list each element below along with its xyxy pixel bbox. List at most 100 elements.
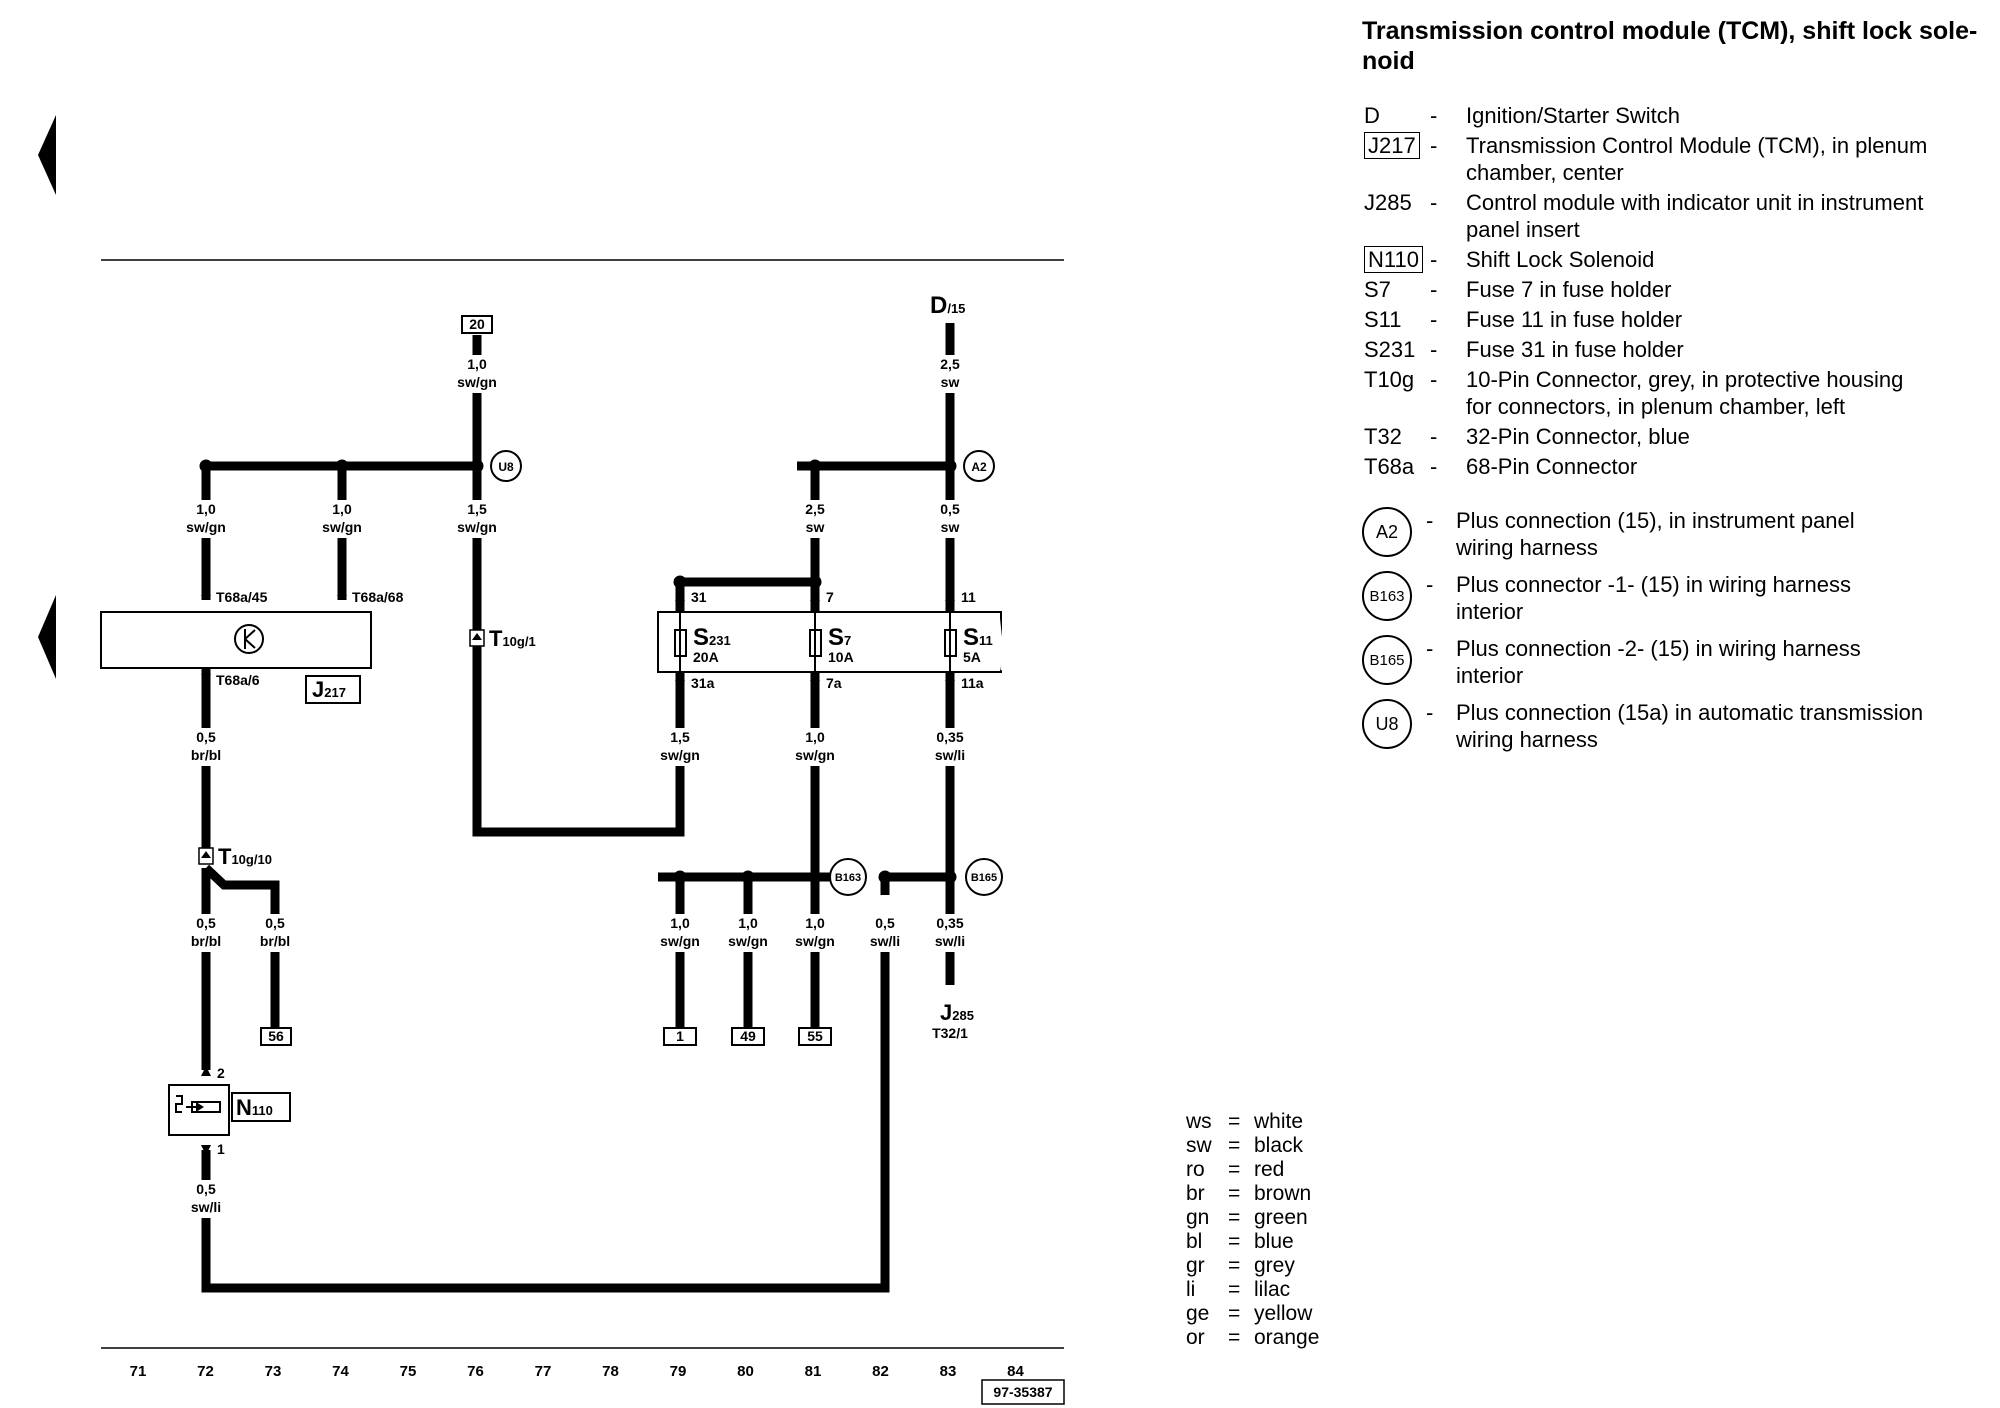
- ignition-switch-label: D/15: [930, 292, 965, 319]
- wire-80-color: sw/gn: [728, 933, 768, 949]
- wire-79b-size: 1,0: [670, 915, 690, 931]
- wire-76-top-color: sw/gn: [457, 374, 497, 390]
- svg-text:N110: N110: [236, 1095, 273, 1120]
- color-key-abbr: ro: [1186, 1158, 1205, 1181]
- pin-arrows: [201, 586, 955, 1155]
- wire-83b-color: sw/li: [935, 933, 965, 949]
- j217-tag: J217: [305, 675, 361, 704]
- legend-item-desc-line: Fuse 31 in fuse holder: [1466, 337, 1684, 362]
- color-key-equals: =: [1228, 1182, 1241, 1205]
- fuse-s7-rating: 10A: [828, 649, 854, 665]
- node-b165: B165: [965, 858, 1003, 896]
- terminal-56-label: 56: [268, 1028, 284, 1044]
- n110-tag: N110: [231, 1092, 291, 1122]
- connection-item: A2-Plus connection (15), in instrument p…: [1362, 507, 1994, 561]
- legend-panel: Transmission control module (TCM), shift…: [1362, 16, 1994, 753]
- wire-81-top-color: sw: [806, 519, 825, 535]
- legend-item-code: J285: [1362, 189, 1430, 243]
- page-title-line-2: noid: [1362, 47, 1415, 75]
- connector-t10g10-icon: [198, 847, 214, 865]
- wire-82-color: sw/li: [870, 933, 900, 949]
- color-key-abbr: or: [1186, 1326, 1205, 1349]
- legend-item-dash: -: [1430, 307, 1438, 332]
- legend-item-desc: Fuse 31 in fuse holder: [1466, 336, 1994, 363]
- prev-page-arrow-icon[interactable]: [38, 115, 56, 195]
- wire-74-size: 1,0: [332, 501, 352, 517]
- legend-item-desc-line: Control module with indicator unit in in…: [1466, 190, 1924, 215]
- connection-item-dash: -: [1426, 636, 1434, 661]
- legend-item-desc-line: Transmission Control Module (TCM), in pl…: [1466, 133, 1928, 158]
- fuse-s11-icon: [944, 612, 957, 672]
- connector-t10g10-label: T10g/10: [218, 844, 272, 869]
- connection-circle-icon: A2: [1362, 507, 1412, 557]
- legend-item-desc-line: Shift Lock Solenoid: [1466, 247, 1655, 272]
- legend-item-desc-line: 68-Pin Connector: [1466, 454, 1638, 479]
- legend-item: S231-Fuse 31 in fuse holder: [1362, 336, 1994, 363]
- color-key-abbr: gr: [1186, 1254, 1205, 1277]
- connection-circle-icon: U8: [1362, 699, 1412, 749]
- legend-item-desc: Fuse 7 in fuse holder: [1466, 276, 1994, 303]
- tcm-symbol-icon: [234, 624, 264, 654]
- grid-number: 76: [467, 1363, 484, 1380]
- legend-item: D-Ignition/Starter Switch: [1362, 102, 1994, 129]
- wire-72-c-color: br/bl: [191, 933, 221, 949]
- pin-t68a68: T68a/68: [352, 589, 404, 605]
- wire-74-color: sw/gn: [322, 519, 362, 535]
- grid-number: 74: [332, 1363, 349, 1380]
- color-key-abbr: bl: [1186, 1230, 1203, 1253]
- color-key-row: gr=grey: [1186, 1254, 1319, 1278]
- legend-item-desc-line: 10-Pin Connector, grey, in protective ho…: [1466, 367, 1904, 392]
- color-key-name: blue: [1254, 1230, 1294, 1253]
- legend-item-code: D: [1362, 102, 1430, 129]
- legend-item-code-text: J217: [1364, 132, 1420, 159]
- connection-item-desc-line: interior: [1456, 599, 1524, 624]
- connection-item-desc: Plus connection (15), in instrument pane…: [1456, 507, 1994, 561]
- legend-item-code-text: T10g: [1364, 367, 1415, 392]
- grid-number: 72: [197, 1363, 214, 1380]
- color-key-equals: =: [1228, 1206, 1241, 1229]
- connection-item-desc-line: wiring harness: [1456, 727, 1598, 752]
- color-key-equals: =: [1228, 1110, 1241, 1133]
- legend-item-dash: -: [1430, 424, 1438, 449]
- grid-number: 75: [400, 1363, 417, 1380]
- legend-item-code: S11: [1362, 306, 1430, 333]
- wire-82-size: 0,5: [875, 915, 895, 931]
- wire-79-size: 1,5: [670, 729, 690, 745]
- grid-number: 80: [737, 1363, 754, 1380]
- color-key-name: yellow: [1254, 1302, 1313, 1325]
- legend-item-desc-line: 32-Pin Connector, blue: [1466, 424, 1690, 449]
- legend-item-code-text: N110: [1364, 246, 1423, 273]
- wire-80-size: 1,0: [738, 915, 758, 931]
- wire-label-backdrops: [180, 355, 977, 1218]
- legend-item-code-text: T68a: [1364, 454, 1415, 479]
- color-key-equals: =: [1228, 1254, 1241, 1277]
- pin-11: 11: [961, 589, 976, 605]
- legend-item-code-text: J285: [1364, 190, 1412, 215]
- pin-t68a45: T68a/45: [216, 589, 268, 605]
- terminal-1-label: 1: [676, 1028, 684, 1044]
- legend-item-desc: Fuse 11 in fuse holder: [1466, 306, 1994, 333]
- terminal-20: 20: [461, 315, 493, 334]
- color-key-row: ge=yellow: [1186, 1302, 1319, 1326]
- legend-item: T32-32-Pin Connector, blue: [1362, 423, 1994, 450]
- color-key-row: or=orange: [1186, 1326, 1319, 1350]
- legend-item-desc-line: for connectors, in plenum chamber, left: [1466, 394, 1846, 419]
- wire-83-mid-color: sw: [941, 519, 960, 535]
- grid-number: 71: [130, 1363, 147, 1380]
- node-u8-label: U8: [498, 460, 514, 474]
- wire-72-a-color: sw/gn: [186, 519, 226, 535]
- prev-section-arrow-icon[interactable]: [38, 595, 56, 679]
- legend-item-desc: 32-Pin Connector, blue: [1466, 423, 1994, 450]
- legend-item-desc-line: Fuse 11 in fuse holder: [1466, 307, 1683, 332]
- pin-7: 7: [826, 589, 834, 605]
- wire-76: [472, 335, 685, 837]
- wire-83-mid-size: 0,5: [940, 501, 960, 517]
- page-title: Transmission control module (TCM), shift…: [1362, 16, 1994, 76]
- fuse-s7-icon: [809, 612, 822, 672]
- color-key-abbr: li: [1186, 1278, 1196, 1301]
- legend-item-dash: -: [1430, 190, 1438, 215]
- legend-item-code: J217: [1362, 132, 1430, 186]
- connection-item: U8-Plus connection (15a) in automatic tr…: [1362, 699, 1994, 753]
- legend-item-desc-line: Fuse 7 in fuse holder: [1466, 277, 1672, 302]
- legend-item-dash: -: [1430, 277, 1438, 302]
